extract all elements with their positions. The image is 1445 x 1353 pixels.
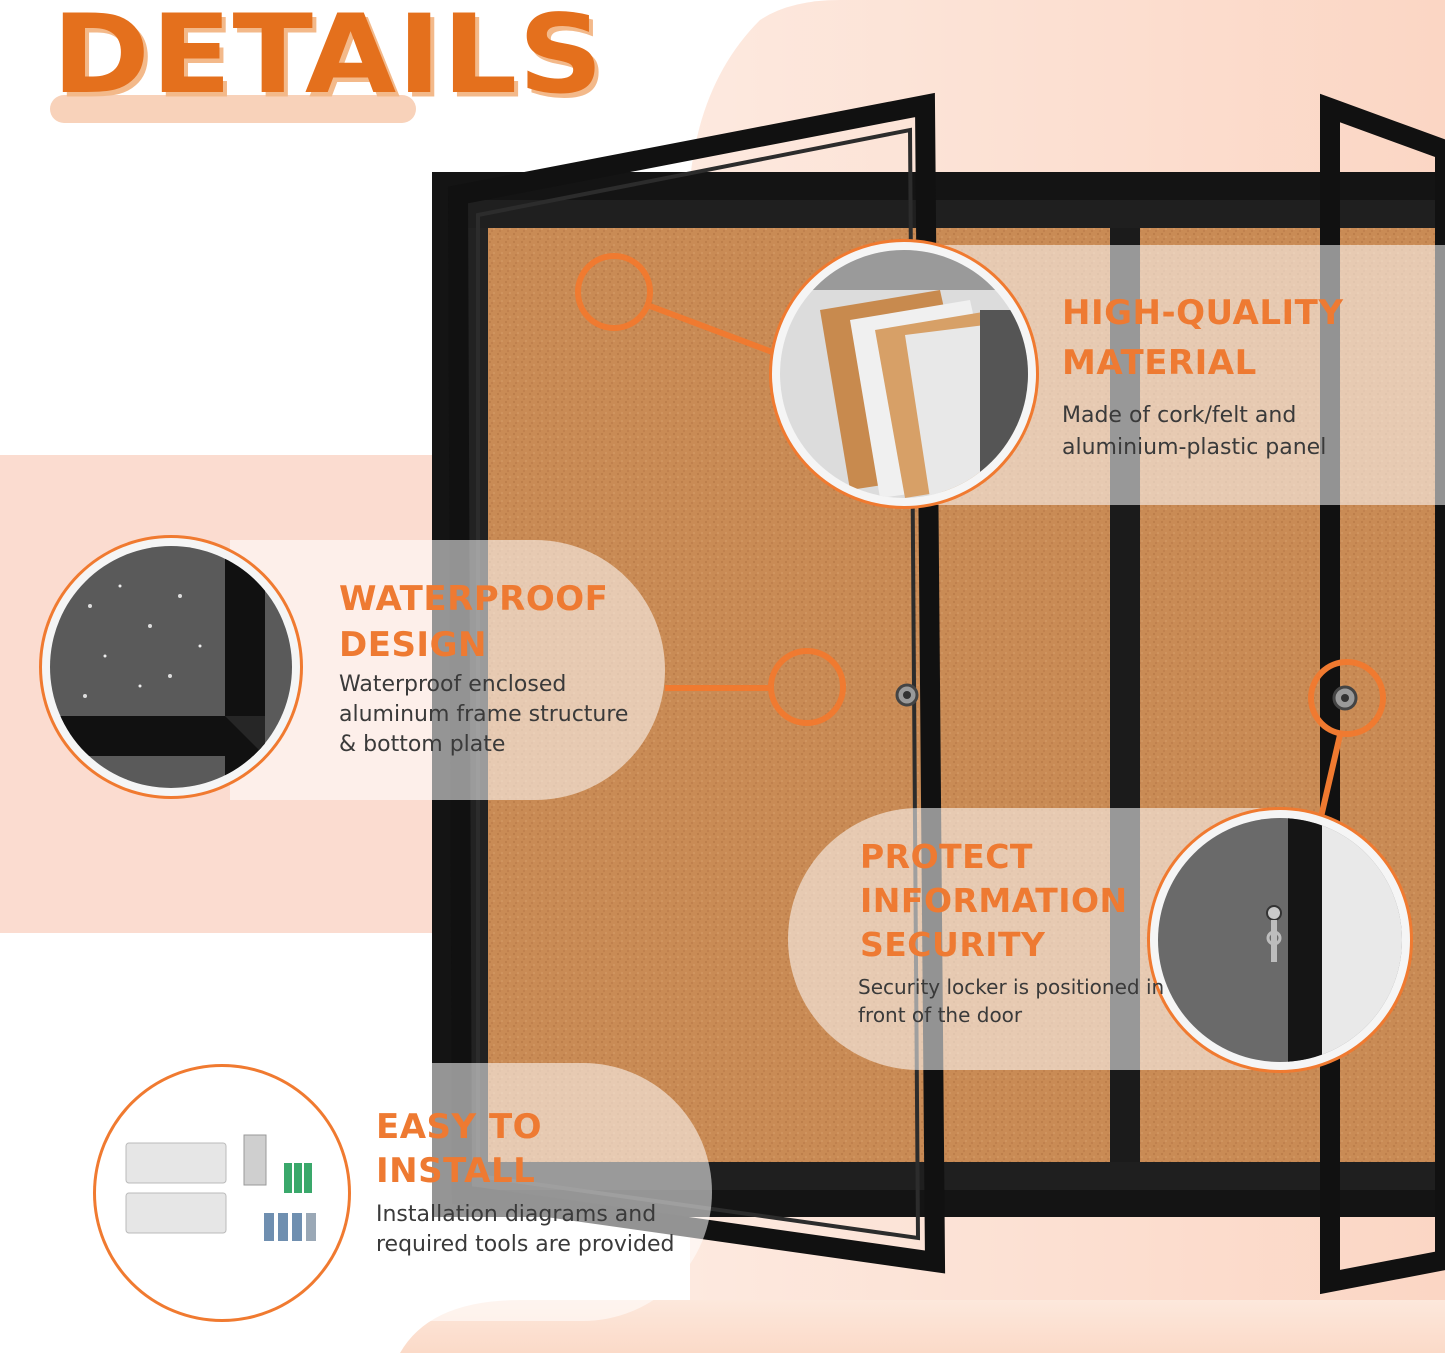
- heading-underline: [50, 95, 416, 123]
- feature-title-install: EASY TO INSTALL: [376, 1107, 543, 1191]
- feature-desc-install: Installation diagrams and required tools…: [376, 1202, 675, 1257]
- feature-title-security: PROTECT INFORMATION SECURITY: [860, 837, 1128, 964]
- feature-title-waterproof: WATERPROOF DESIGN: [339, 579, 609, 665]
- waterproof-detail-image: [42, 538, 300, 796]
- feature-desc-material: Made of cork/felt and aluminium-plastic …: [1062, 403, 1327, 460]
- feature-desc-waterproof: Waterproof enclosed aluminum frame struc…: [339, 672, 629, 757]
- material-detail-image: [772, 242, 1036, 506]
- feature-desc-security: Security locker is positioned in front o…: [858, 975, 1165, 1027]
- mounting-hardware-icon: [104, 1075, 340, 1311]
- security-detail-image: [1150, 810, 1410, 1070]
- feature-title-material: HIGH-QUALITY MATERIAL: [1062, 293, 1344, 383]
- material-layers-icon: [780, 250, 1028, 498]
- waterproof-callout-panel: [230, 540, 665, 800]
- page-heading: DETAILS: [52, 0, 605, 118]
- lock-key-icon: [1158, 818, 1402, 1062]
- waterproof-frame-icon: [50, 546, 292, 788]
- install-detail-image: [96, 1067, 348, 1319]
